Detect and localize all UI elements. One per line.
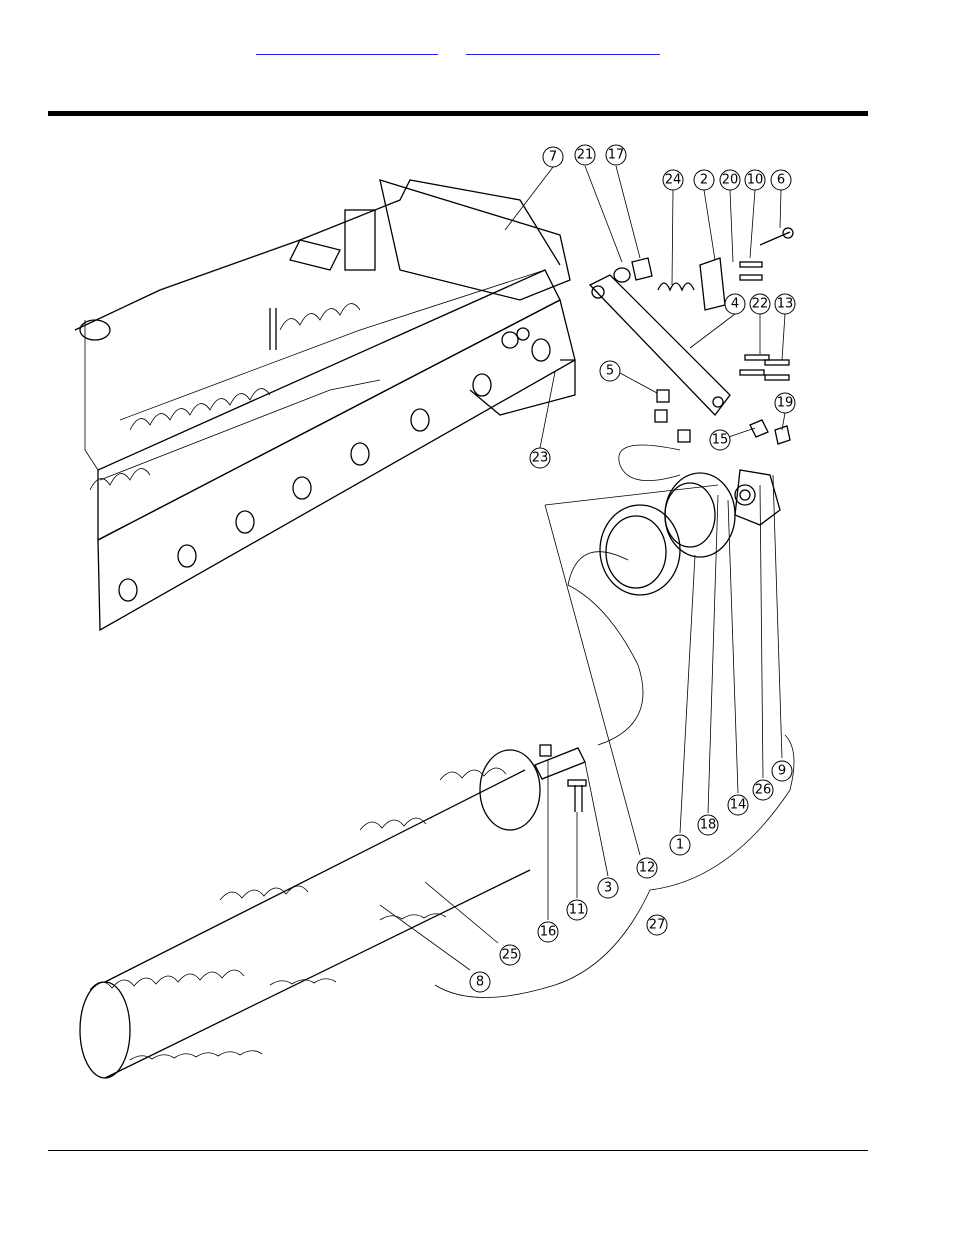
roller-assembly: [80, 750, 540, 1078]
callout-15: 15: [710, 430, 730, 450]
callout-27-label: 27: [649, 918, 666, 933]
callout-5: 5: [600, 361, 620, 381]
callout-23-label: 23: [532, 451, 549, 466]
callout-9: 9: [772, 761, 792, 781]
callout-24-label: 24: [665, 173, 682, 188]
callout-20-label: 20: [722, 173, 739, 188]
callout-17-label: 17: [608, 148, 625, 163]
callout-26-label: 26: [755, 783, 772, 798]
callout-17: 17: [606, 145, 626, 165]
callouts: 7 21 17 24 2 20 10 6 4 22 13 5 19 15 23 …: [470, 145, 795, 992]
callout-27: 27: [647, 915, 667, 935]
callout-6: 6: [771, 170, 791, 190]
callout-11: 11: [567, 900, 587, 920]
callout-5-label: 5: [606, 364, 614, 379]
callout-10-label: 10: [747, 173, 764, 188]
callout-16: 16: [538, 922, 558, 942]
callout-14: 14: [728, 795, 748, 815]
callout-19-label: 19: [777, 396, 794, 411]
callout-8: 8: [470, 972, 490, 992]
callout-4-label: 4: [731, 297, 739, 312]
callout-7-label: 7: [549, 150, 557, 165]
callout-3: 3: [598, 878, 618, 898]
callout-15-label: 15: [712, 433, 729, 448]
shaft-hardware: [535, 745, 586, 812]
callout-4: 4: [725, 294, 745, 314]
callout-19: 19: [775, 393, 795, 413]
callout-12-label: 12: [639, 861, 656, 876]
callout-12: 12: [637, 858, 657, 878]
frame-assembly: [75, 180, 575, 630]
callout-21-label: 21: [577, 148, 594, 163]
callout-7: 7: [543, 147, 563, 167]
callout-22: 22: [750, 294, 770, 314]
callout-2-label: 2: [700, 173, 708, 188]
callout-10: 10: [745, 170, 765, 190]
callout-21: 21: [575, 145, 595, 165]
callout-6-label: 6: [777, 173, 785, 188]
callout-13: 13: [775, 294, 795, 314]
callout-2: 2: [694, 170, 714, 190]
callout-18: 18: [698, 815, 718, 835]
callout-24: 24: [663, 170, 683, 190]
callout-11-label: 11: [569, 903, 586, 918]
leader-lines: [380, 166, 785, 970]
callout-3-label: 3: [604, 881, 612, 896]
callout-23: 23: [530, 448, 550, 468]
callout-9-label: 9: [778, 764, 786, 779]
arm-assembly: [590, 228, 793, 444]
callout-18-label: 18: [700, 818, 717, 833]
bearing-assembly: [600, 470, 780, 595]
internal-roller-rings: [90, 304, 360, 490]
callout-25: 25: [500, 945, 520, 965]
callout-25-label: 25: [502, 948, 519, 963]
callout-1: 1: [670, 835, 690, 855]
callout-16-label: 16: [540, 925, 557, 940]
callout-26: 26: [753, 780, 773, 800]
callout-14-label: 14: [730, 798, 747, 813]
callout-20: 20: [720, 170, 740, 190]
callout-22-label: 22: [752, 297, 769, 312]
callout-1-label: 1: [676, 838, 684, 853]
callout-8-label: 8: [476, 975, 484, 990]
callout-13-label: 13: [777, 297, 794, 312]
